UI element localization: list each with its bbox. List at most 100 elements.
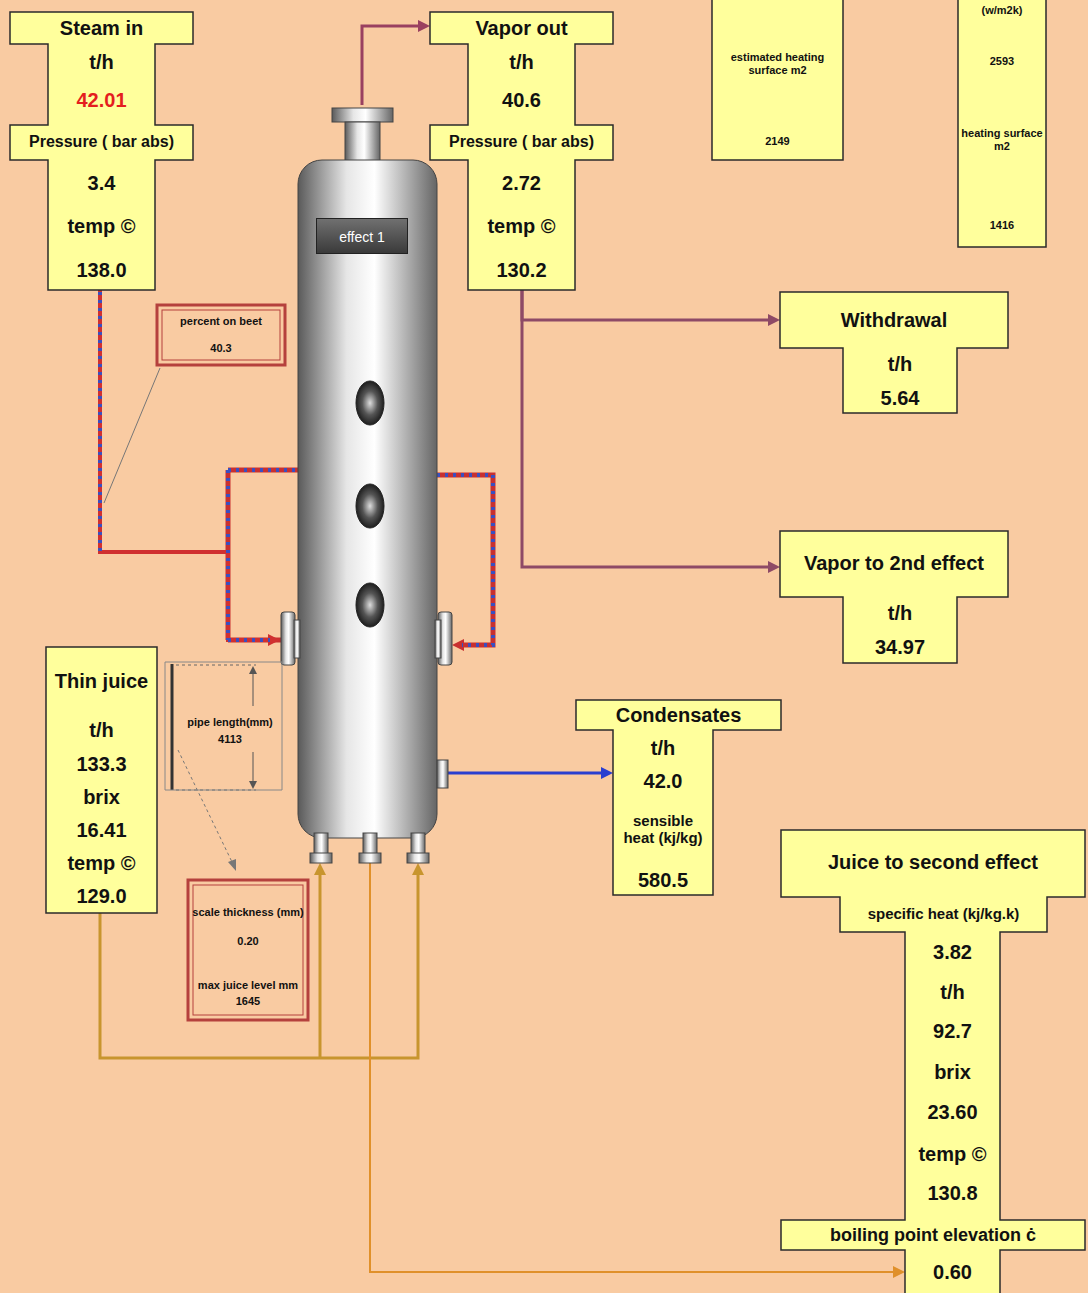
connector-line xyxy=(362,26,418,105)
box-outline xyxy=(958,0,1046,247)
flow-connector xyxy=(362,20,430,105)
note-box: percent on beet 40.3 xyxy=(157,305,285,365)
leader-line xyxy=(104,368,160,503)
label-text: boiling point elevation ċ xyxy=(784,1225,1082,1246)
info-box: estimated heating surface m22149 xyxy=(712,0,843,160)
label-text: Pressure ( bar abs) xyxy=(13,133,190,151)
stream-box: Condensatest/h42.0sensible heat (kj/kg)5… xyxy=(576,700,781,895)
connector-line xyxy=(522,290,768,320)
stream-box: Juice to second effectspecific heat (kj/… xyxy=(781,830,1085,1293)
label-text: temp © xyxy=(908,1143,997,1166)
stream-box: Thin juicet/h133.3brix16.41temp ©129.0 xyxy=(46,647,157,913)
label-text: scale thickness (mm) xyxy=(191,906,305,919)
box-shape xyxy=(157,305,285,365)
info-box: (w/m2k)2593heating surface m21416 xyxy=(958,0,1046,247)
label-text: brix xyxy=(908,1061,997,1084)
stream-box: Vapor to 2nd effectt/h34.97 xyxy=(780,531,1008,663)
label-text: sensible heat (kj/kg) xyxy=(616,812,710,847)
label-text: effect 1 xyxy=(316,218,408,254)
label-text: temp © xyxy=(471,215,572,238)
label-text: 2.72 xyxy=(471,172,572,195)
label-text: Vapor to 2nd effect xyxy=(783,552,1005,575)
connector-line xyxy=(522,290,768,567)
leader-arrowhead xyxy=(228,859,236,871)
box-outline xyxy=(781,830,1085,1293)
label-text: 133.3 xyxy=(49,753,154,776)
label-text: 42.0 xyxy=(616,770,710,793)
arrowhead xyxy=(893,1266,905,1278)
label-text: 0.60 xyxy=(908,1261,997,1284)
arrowhead xyxy=(768,314,780,326)
note-box: scale thickness (mm) 0.20 max juice level … xyxy=(188,880,308,1020)
label-text: max juice level mm xyxy=(191,979,305,992)
label-text: temp © xyxy=(49,852,154,875)
connector-line xyxy=(100,290,268,640)
label-text: t/h xyxy=(908,981,997,1004)
label-text: estimated heating surface m2 xyxy=(715,51,840,76)
arrowhead xyxy=(418,20,430,32)
label-text: 23.60 xyxy=(908,1101,997,1124)
label-text: 92.7 xyxy=(908,1020,997,1043)
leader-line xyxy=(178,750,232,862)
connector-line xyxy=(370,863,893,1272)
label-text: 16.41 xyxy=(49,819,154,842)
stream-box: Steam in t/h 42.01Pressure ( bar abs) 3.4 te… xyxy=(10,12,193,290)
label-text: t/h xyxy=(846,353,954,376)
label-text: Withdrawal xyxy=(783,309,1005,332)
box-shape xyxy=(958,0,1046,247)
dimension-arrowhead xyxy=(249,666,257,674)
label-text: brix xyxy=(49,786,154,809)
box-shape xyxy=(712,0,843,160)
label-text: 40.6 xyxy=(471,89,572,112)
label-text: t/h xyxy=(49,719,154,742)
box-shape xyxy=(46,647,157,913)
label-text: 2593 xyxy=(961,55,1043,68)
label-text: 138.0 xyxy=(51,259,152,282)
label-text: t/h xyxy=(846,602,954,625)
label-text: 4113 xyxy=(181,733,279,746)
label-text: Pressure ( bar abs) xyxy=(433,133,610,151)
box-outline xyxy=(157,305,285,365)
label-text: Juice to second effect xyxy=(784,851,1082,874)
label-text: 3.82 xyxy=(908,941,997,964)
label-text: 40.3 xyxy=(160,342,282,355)
label-text: 5.64 xyxy=(846,387,954,410)
flow-connector xyxy=(447,767,613,779)
flow-connector xyxy=(522,290,780,326)
label-text: 42.01 xyxy=(51,89,152,112)
box-shape xyxy=(781,830,1085,1293)
box-outline xyxy=(576,700,781,895)
dimension-arrowhead xyxy=(249,781,257,789)
stream-box: Vapor outt/h40.6Pressure ( bar abs)2.72t… xyxy=(430,12,613,290)
stream-box: Withdrawal t/h 5.64 xyxy=(780,292,1008,413)
label-text: 3.4 xyxy=(51,172,152,195)
label-text: temp © xyxy=(51,215,152,238)
pipe-bar xyxy=(171,664,174,790)
flow-connector xyxy=(522,290,780,573)
label-text: t/h xyxy=(51,51,152,74)
label-text: 1416 xyxy=(961,219,1043,232)
juice-branch xyxy=(319,875,322,1058)
label-text: 130.8 xyxy=(908,1182,997,1205)
label-text: Thin juice xyxy=(49,670,154,693)
label-text: 0.20 xyxy=(191,935,305,948)
label-text: Steam in xyxy=(13,17,190,40)
arrowhead xyxy=(412,863,424,875)
box-shape xyxy=(430,12,613,290)
label-text: percent on beet xyxy=(160,315,282,328)
box-shape xyxy=(165,662,282,790)
label-text: Condensates xyxy=(579,704,778,727)
arrowhead xyxy=(601,767,613,779)
box-shape xyxy=(188,880,308,1020)
box-shape xyxy=(780,531,1008,663)
box-shape xyxy=(10,12,193,290)
label-text: pipe length(mm) xyxy=(181,716,279,729)
label-text: 130.2 xyxy=(471,259,572,282)
label-text: Vapor out xyxy=(433,17,610,40)
label-text: heating surface m2 xyxy=(961,127,1043,152)
label-text: t/h xyxy=(616,737,710,760)
juice-arrowhead xyxy=(314,863,326,875)
flow-connector xyxy=(370,863,905,1278)
label-text: 1645 xyxy=(191,995,305,1008)
dimension-box: pipe length(mm) 4113 xyxy=(165,662,282,790)
